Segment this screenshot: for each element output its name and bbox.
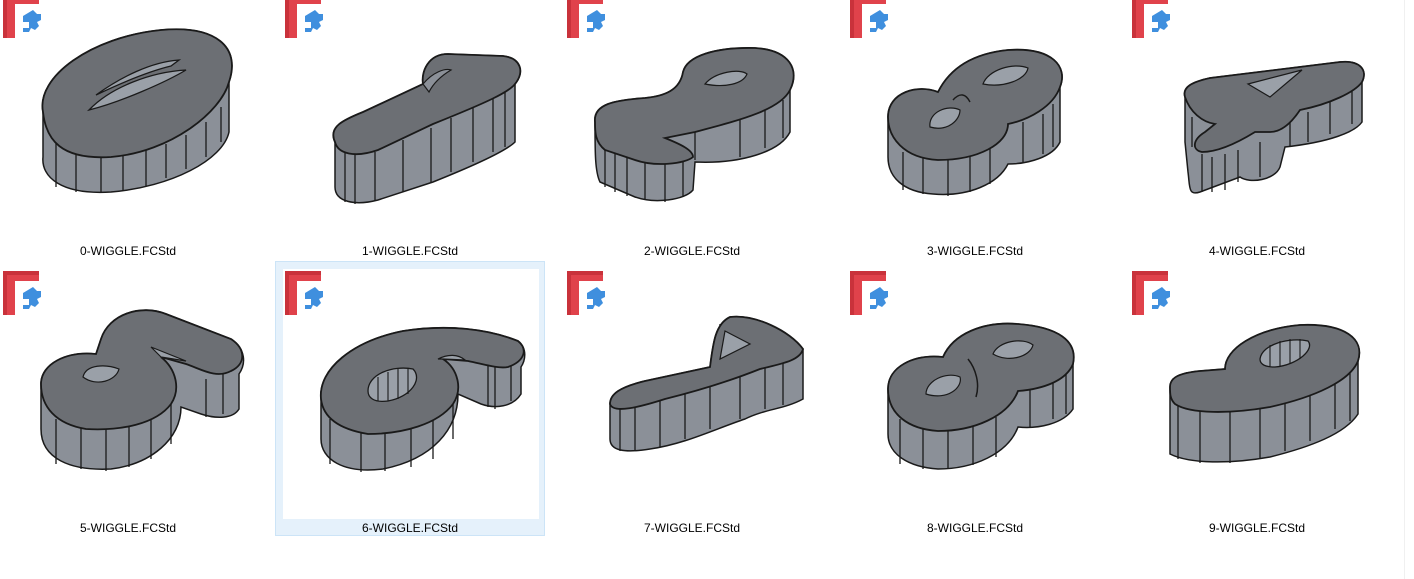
file-tile-3[interactable]: 3-WIGGLE.FCStd: [840, 0, 1110, 259]
digit-5-model-icon: [40, 309, 245, 471]
digit-1-model-icon: [332, 53, 522, 204]
file-tile-6[interactable]: 6-WIGGLE.FCStd: [275, 261, 545, 536]
file-thumbnail: [848, 269, 1104, 519]
file-thumbnail: [1130, 269, 1386, 519]
file-name-label: 0-WIGGLE.FCStd: [79, 244, 177, 258]
file-name-label: 2-WIGGLE.FCStd: [643, 244, 741, 258]
file-name-label: 5-WIGGLE.FCStd: [79, 521, 177, 535]
freecad-file-icon: [850, 271, 888, 315]
digit-3-model-icon: [887, 48, 1063, 196]
file-name-label: 9-WIGGLE.FCStd: [1208, 521, 1306, 535]
freecad-file-icon: [567, 271, 605, 315]
file-thumbnail: [1130, 0, 1386, 242]
freecad-file-icon: [3, 271, 41, 315]
file-thumbnail: [283, 269, 539, 519]
file-thumbnail: [283, 0, 539, 242]
freecad-file-icon: [567, 0, 605, 38]
view-edge-divider: [1404, 0, 1405, 579]
file-thumbnail: [565, 269, 821, 519]
freecad-file-icon: [3, 0, 41, 38]
file-name-label: 4-WIGGLE.FCStd: [1208, 244, 1306, 258]
digit-7-model-icon: [609, 315, 804, 452]
freecad-file-icon: [285, 271, 323, 315]
file-thumbnail: [565, 0, 821, 242]
file-name-label: 6-WIGGLE.FCStd: [361, 521, 459, 535]
file-tile-5[interactable]: 5-WIGGLE.FCStd: [0, 261, 263, 536]
file-thumbnail: [848, 0, 1104, 242]
file-name-label: 8-WIGGLE.FCStd: [926, 521, 1024, 535]
file-tile-2[interactable]: 2-WIGGLE.FCStd: [557, 0, 827, 259]
file-name-label: 1-WIGGLE.FCStd: [361, 244, 459, 258]
file-tile-1[interactable]: 1-WIGGLE.FCStd: [275, 0, 545, 259]
digit-2-model-icon: [594, 47, 795, 202]
file-thumbnail: [1, 0, 257, 242]
freecad-file-icon: [850, 0, 888, 38]
file-tile-9[interactable]: 9-WIGGLE.FCStd: [1122, 261, 1392, 536]
file-name-label: 3-WIGGLE.FCStd: [926, 244, 1024, 258]
digit-9-model-icon: [1169, 324, 1361, 463]
file-thumbnail: [1, 269, 257, 519]
digit-0-model-icon: [41, 28, 233, 194]
digit-4-model-icon: [1183, 60, 1365, 194]
freecad-file-icon: [1132, 0, 1170, 38]
file-tile-4[interactable]: 4-WIGGLE.FCStd: [1122, 0, 1392, 259]
file-tile-0[interactable]: 0-WIGGLE.FCStd: [0, 0, 263, 259]
freecad-file-icon: [285, 0, 323, 38]
digit-6-model-icon: [320, 326, 526, 472]
digit-8-model-icon: [887, 322, 1075, 470]
file-name-label: 7-WIGGLE.FCStd: [643, 521, 741, 535]
file-tile-7[interactable]: 7-WIGGLE.FCStd: [557, 261, 827, 536]
file-tile-8[interactable]: 8-WIGGLE.FCStd: [840, 261, 1110, 536]
freecad-file-icon: [1132, 271, 1170, 315]
